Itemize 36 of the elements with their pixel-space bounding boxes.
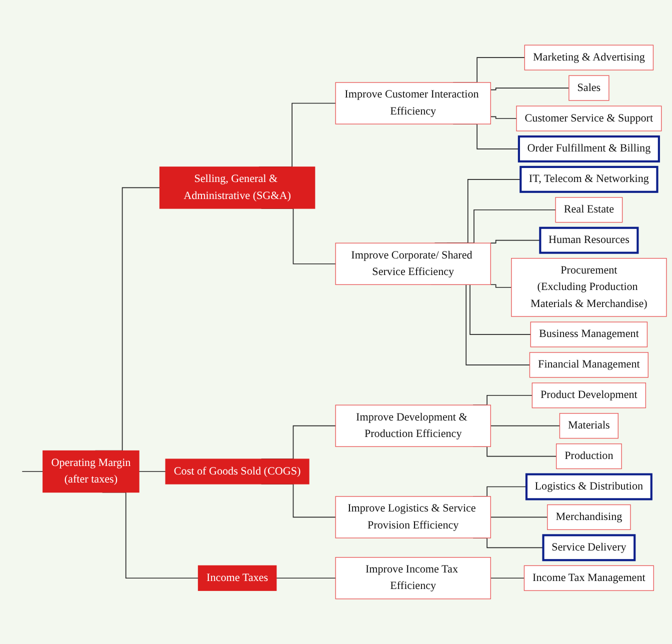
node-box: Improve Customer Interaction Efficiency <box>335 82 491 124</box>
node-box: Logistics & Distribution <box>525 473 652 500</box>
node-box: Marketing & Advertising <box>524 44 654 70</box>
node-box: Human Resources <box>539 226 639 254</box>
node-box: Financial Management <box>529 352 648 378</box>
connector <box>22 471 44 472</box>
node-box: Procurement (Excluding Production Materials & Merchandise) <box>511 258 667 317</box>
node-box: Income Tax Management <box>524 565 654 591</box>
connector <box>276 578 336 579</box>
node-box: Sales <box>568 75 610 101</box>
node-box: Customer Service & Support <box>516 106 662 132</box>
connector <box>138 471 166 472</box>
node-box: Merchandising <box>547 504 631 530</box>
node-box: Operating Margin (after taxes) <box>42 450 140 493</box>
connector <box>490 516 548 518</box>
connector <box>490 116 517 119</box>
node-box: Product Development <box>532 382 646 408</box>
connector <box>490 578 525 579</box>
connector <box>490 88 570 90</box>
node-box: Improve Corporate/ Shared Service Efficiency <box>335 242 491 285</box>
node-box: Improve Development & Production Efficiency <box>335 404 491 447</box>
node-box: Improve Income Tax Efficiency <box>335 557 491 600</box>
connector <box>490 240 541 244</box>
node-box: Cost of Goods Sold (COGS) <box>165 458 310 484</box>
connector <box>490 284 512 288</box>
node-box: IT, Telecom & Networking <box>520 166 658 193</box>
node-box: Order Fulfillment & Billing <box>518 135 660 162</box>
connector <box>490 425 560 426</box>
node-box: Business Management <box>530 322 648 348</box>
node-box: Real Estate <box>555 197 623 223</box>
node-box: Improve Logistics & Service Provision Efficiency <box>335 496 491 538</box>
node-box: Selling, General & Administrative (SG&A) <box>159 166 316 209</box>
node-box: Materials <box>559 413 618 439</box>
node-box: Service Delivery <box>542 534 636 562</box>
node-box: Production <box>556 443 622 470</box>
node-box: Income Taxes <box>198 565 277 591</box>
